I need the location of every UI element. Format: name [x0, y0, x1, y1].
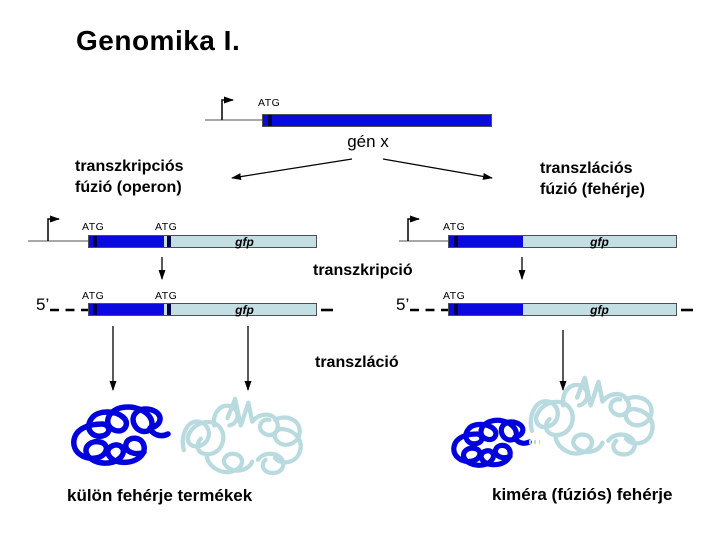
branch-arrow-right — [382, 158, 493, 180]
atg1-label-operon: ATG — [82, 221, 105, 233]
gfp-segment-label: gfp — [235, 235, 254, 249]
protein-dark-right — [451, 417, 532, 468]
protein-dark-left — [71, 404, 171, 466]
transcription-label: transzkripció — [313, 262, 413, 279]
promoter-bent-arrow-icon — [221, 96, 234, 120]
branch-arrow-left — [231, 158, 353, 181]
gfp-segment-label: gfp — [590, 303, 609, 317]
protein-light-right — [528, 375, 655, 457]
gene-x-label: gén x — [347, 132, 389, 151]
five-prime-label-left: 5’ — [36, 295, 50, 314]
atg2-label-mrna-left: ATG — [155, 290, 178, 302]
protein-light-left — [180, 396, 303, 476]
atg-stripe — [454, 304, 458, 315]
mrna-right-bar: gfp — [448, 303, 677, 316]
promoter-operon — [28, 215, 89, 242]
gene-x-segment — [89, 304, 164, 315]
operon-construct-bar: gfp — [88, 235, 317, 248]
branch-label-left: transzkripciós fúzió (operon) — [75, 156, 183, 198]
atg-stripe — [454, 236, 458, 247]
gfp-segment-label: gfp — [235, 303, 254, 317]
atg-stripe — [93, 304, 97, 315]
atg-label-genx: ATG — [258, 97, 281, 109]
mrna-left-bar: gfp — [88, 303, 317, 316]
atg-label-fusion: ATG — [443, 221, 466, 233]
promoter-bent-arrow-icon — [407, 215, 420, 241]
atg1-label-mrna-left: ATG — [82, 290, 105, 302]
gene-x-segment — [449, 304, 523, 315]
promoter-genx — [205, 96, 263, 121]
atg-stripe — [268, 115, 272, 126]
translation-label: transzláció — [315, 354, 399, 371]
product-label-right: kiméra (fúziós) fehérje — [492, 485, 673, 504]
atg-stripe — [167, 236, 171, 247]
gfp-segment-label: gfp — [590, 235, 609, 249]
atg-label-mrna-right: ATG — [443, 290, 466, 302]
branch-label-right-line1: transzlációs — [540, 160, 633, 177]
five-prime-label-right: 5’ — [396, 295, 410, 314]
promoter-bent-arrow-icon — [47, 215, 60, 241]
branch-label-left-line1: transzkripciós — [75, 158, 184, 175]
promoter-fusion — [399, 215, 449, 242]
atg-stripe — [167, 304, 171, 315]
product-label-left: külön fehérje termékek — [67, 486, 253, 505]
atg2-label-operon: ATG — [155, 221, 178, 233]
slide-title: Genomika I. — [76, 25, 241, 56]
fusion-construct-bar: gfp — [448, 235, 677, 248]
branch-label-right: transzlációs fúzió (fehérje) — [540, 158, 645, 200]
atg-stripe — [93, 236, 97, 247]
gene-x-bar — [262, 114, 492, 127]
gene-x-segment — [449, 236, 523, 247]
branch-label-right-line2: fúzió (fehérje) — [540, 181, 645, 198]
gene-x-segment — [89, 236, 164, 247]
branch-label-left-line2: fúzió (operon) — [75, 179, 182, 196]
